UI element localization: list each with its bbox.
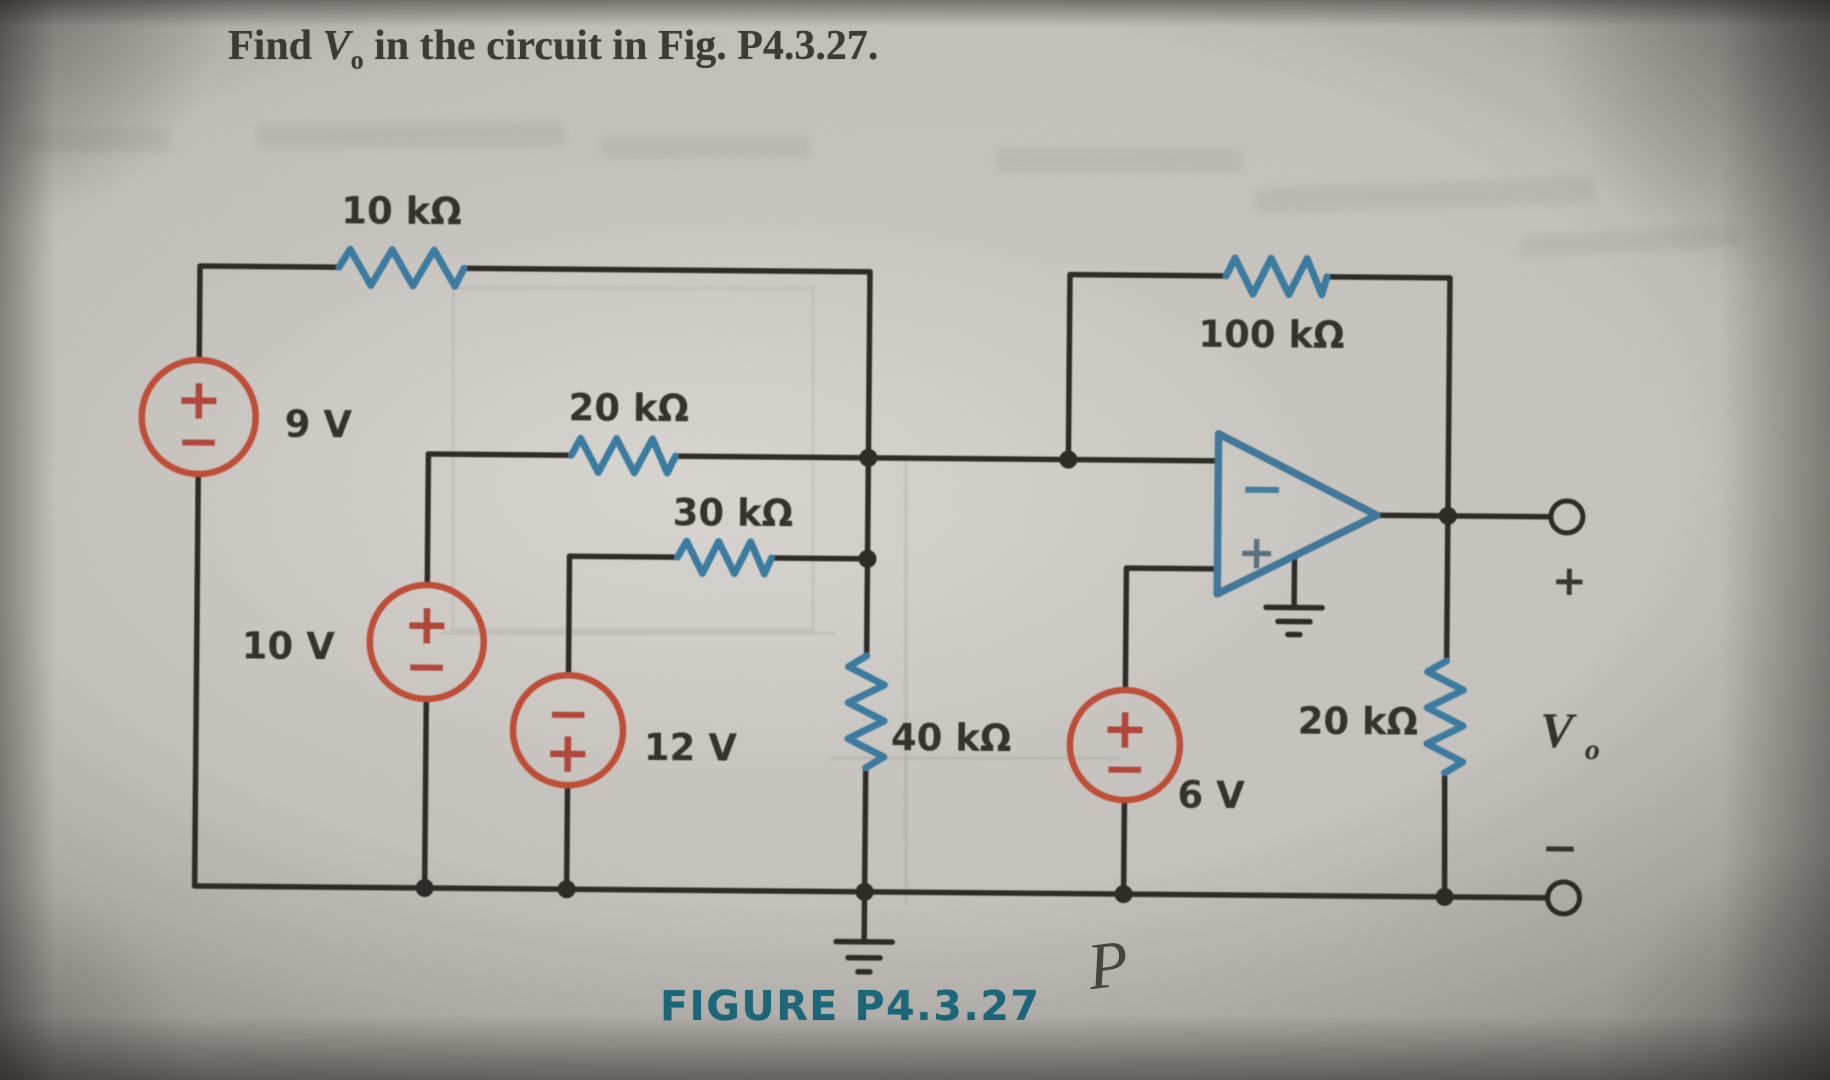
output-voltage-subscript: o (1585, 733, 1600, 766)
label-10k: 10 kΩ (341, 189, 462, 233)
junction-dot (858, 549, 877, 568)
source-6v: + − (1066, 686, 1184, 804)
label-10v: 10 V (242, 624, 336, 668)
output-minus-icon: − (1541, 823, 1578, 874)
junction-dot (557, 880, 576, 899)
label-9v: 9 V (284, 403, 352, 447)
figure-caption-text: FIGURE P4.3.27 (660, 982, 1041, 1030)
wire-12v-bottom (563, 782, 571, 892)
opamp-inverting-input-icon: − (1239, 457, 1285, 520)
junction-dot (1438, 506, 1457, 525)
wire-30k-row-left (566, 553, 681, 560)
resistor-10k (335, 245, 468, 290)
resistor-40k (844, 652, 888, 772)
junction-dot (1435, 887, 1454, 906)
wire-feedback-left (1065, 271, 1229, 463)
resistor-100k-feedback (1222, 254, 1331, 299)
figure-caption: FIGURE P4.3.27 (660, 982, 1040, 1030)
wire-opamp-output (1374, 512, 1553, 520)
wire-20k-row-left (425, 451, 575, 458)
junction-dot (415, 878, 434, 897)
wire-10v-bottom (421, 696, 430, 891)
output-voltage-symbol: V (1540, 702, 1577, 758)
wire-load-top (1443, 513, 1451, 664)
label-40k: 40 kΩ (891, 716, 1012, 760)
wire-noninverting-input (1122, 565, 1221, 693)
opamp-noninverting-input-icon: + (1237, 525, 1276, 579)
component-labels: 10 kΩ 20 kΩ 30 kΩ 100 kΩ 40 kΩ 20 kΩ 9 V… (242, 189, 1588, 874)
source-12v: − + (509, 671, 627, 789)
wire-topleft-loop (196, 263, 342, 363)
rail-ground-icon (833, 938, 895, 975)
junction-dot (1114, 885, 1133, 904)
plus-icon: + (544, 721, 591, 786)
opamp-ground-icon (1263, 604, 1325, 638)
label-6v: 6 V (1177, 774, 1245, 818)
resistor-20k-load (1423, 657, 1467, 777)
minus-icon: − (405, 637, 449, 697)
junction-dot (1059, 450, 1078, 469)
minus-icon: − (176, 412, 220, 472)
label-30k: 30 kΩ (673, 491, 794, 535)
output-terminal-top (1548, 498, 1586, 536)
label-20k-load: 20 kΩ (1297, 700, 1418, 744)
wire-load-bottom (1441, 770, 1448, 900)
output-voltage-label: V o (1540, 702, 1601, 767)
opamp: − + (1213, 430, 1381, 598)
wire-feedback-right (1324, 274, 1453, 519)
label-20k-input: 20 kΩ (568, 386, 689, 430)
resistor-20k-input (567, 434, 679, 477)
label-100k: 100 kΩ (1198, 313, 1345, 357)
junction-dot (859, 448, 878, 467)
source-10v: + − (366, 581, 488, 703)
wire-inverting-row (672, 453, 1222, 464)
output-terminal-bottom (1545, 879, 1583, 917)
wire-bottom-rail (191, 471, 1550, 901)
circuit-wires (191, 263, 1553, 945)
minus-icon: − (1103, 739, 1147, 799)
label-12v: 12 V (644, 726, 738, 770)
wire-40k-to-rail (861, 765, 869, 895)
resistor-30k (674, 537, 776, 578)
wire-6v-bottom (1120, 797, 1128, 897)
wire-30k-row-right (768, 555, 871, 562)
junction-dot (855, 882, 874, 901)
wire-10v-top (424, 451, 432, 588)
wire-12v-top (565, 553, 573, 678)
output-plus-icon: + (1552, 556, 1588, 605)
source-9v: + − (138, 356, 259, 478)
